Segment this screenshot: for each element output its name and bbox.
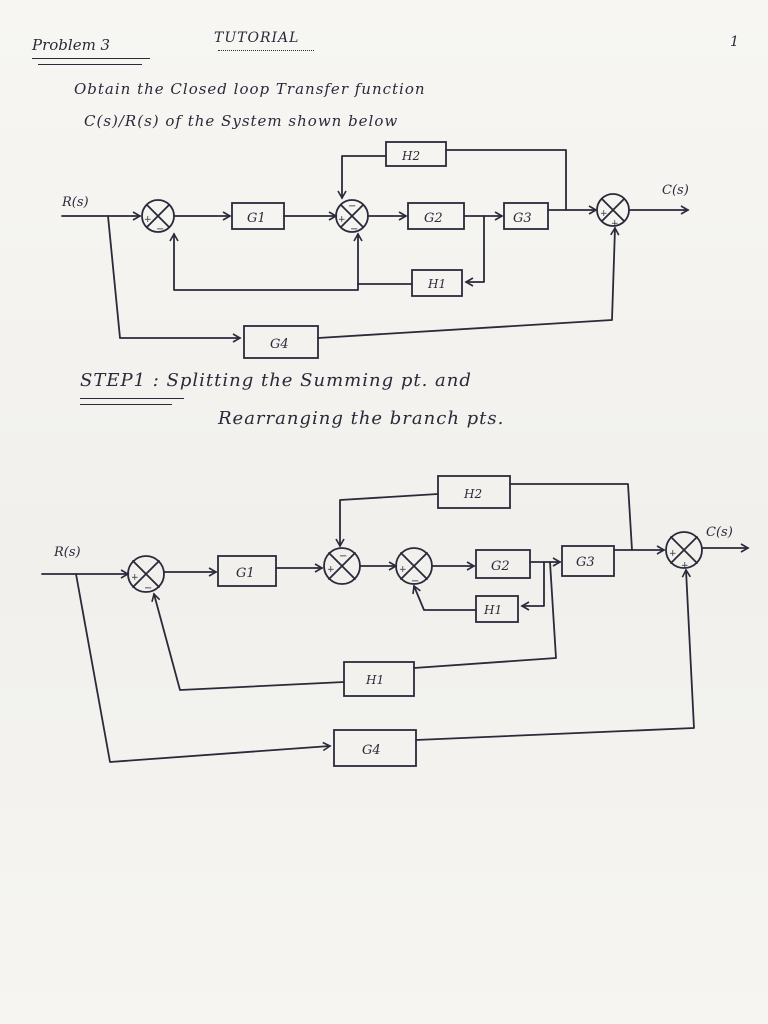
d1-g4-out-line	[317, 226, 620, 339]
d1-g4-in-line	[107, 215, 242, 343]
d2-summing-junction-3: + −	[395, 547, 433, 587]
svg-text:−: −	[144, 583, 152, 594]
d1-summing-junction-3: + +	[596, 193, 630, 229]
d2-summing-junction-1: + −	[127, 555, 165, 594]
d1-g4-label: G4	[270, 337, 289, 352]
d2-block-g1	[217, 555, 277, 587]
d2-block-h2	[437, 475, 511, 509]
svg-text:+: +	[600, 209, 608, 219]
d2-input-label: R(s)	[53, 545, 81, 560]
d1-g3-label: G3	[513, 211, 532, 226]
d2-block-g4	[333, 729, 417, 767]
d1-block-h2	[385, 141, 447, 167]
d1-summing-junction-2: + − −	[335, 199, 369, 235]
d1-block-h1	[411, 269, 463, 297]
svg-text:+: +	[144, 215, 152, 225]
d2-block-g3	[561, 545, 615, 577]
d2-g4-in-line	[75, 573, 332, 763]
page-number: 1	[730, 34, 739, 50]
d2-h2-in-line	[509, 483, 633, 551]
d2-g2-label: G2	[491, 559, 510, 574]
step1-underline	[80, 398, 184, 399]
svg-text:+: +	[338, 215, 346, 225]
section-label: TUTORIAL	[214, 30, 300, 46]
step1-heading-cont: Rearranging the branch pts.	[218, 408, 505, 429]
d1-input-label: R(s)	[61, 195, 89, 210]
d2-h1-outer-label: H1	[365, 673, 384, 687]
svg-text:+: +	[681, 561, 689, 571]
diagram-original: R(s) C(s) + − G1 + −	[61, 141, 690, 359]
d1-h1-to-sj1	[169, 232, 359, 291]
problem-label: Problem 3	[32, 36, 111, 54]
d2-g4-label: G4	[362, 743, 381, 758]
d1-h1-in-line	[464, 215, 485, 287]
step1-underline-2	[80, 404, 172, 405]
d1-block-g3	[503, 202, 549, 230]
d2-output-label: C(s)	[706, 525, 733, 540]
d1-g2-label: G2	[424, 211, 443, 226]
svg-text:+: +	[611, 219, 619, 229]
d1-output-label: C(s)	[662, 183, 689, 198]
question-line-2: C(s)/R(s) of the System shown below	[84, 112, 399, 130]
d2-block-h1-inner	[475, 595, 519, 623]
d2-h1-outer-out-line	[151, 592, 345, 691]
step1-heading: STEP1 : Splitting the Summing pt. and	[80, 370, 472, 391]
d1-g1-label: G1	[247, 211, 266, 226]
d2-h1-inner-in-line	[520, 561, 545, 611]
svg-text:+: +	[327, 565, 335, 575]
svg-text:−: −	[350, 224, 358, 235]
d2-g3-label: G3	[576, 555, 595, 570]
d2-summing-junction-4: + +	[665, 531, 703, 571]
svg-text:−: −	[156, 224, 164, 235]
d2-g1-label: G1	[236, 566, 255, 581]
d2-h1-inner-label: H1	[483, 603, 502, 617]
d1-block-g4	[243, 325, 319, 359]
d1-summing-junction-1: + −	[141, 199, 175, 235]
d1-h1-label: H1	[427, 277, 446, 291]
svg-text:+: +	[669, 549, 677, 559]
problem-underline-2	[38, 64, 142, 65]
d2-g4-out-line	[415, 568, 695, 741]
d2-block-h1-outer	[343, 661, 415, 697]
d2-h1-outer-in-line	[413, 561, 557, 669]
d2-summing-junction-2: + −	[323, 547, 361, 585]
svg-text:−: −	[411, 576, 419, 587]
d1-h2-out-line	[337, 155, 387, 200]
d2-h2-label: H2	[463, 487, 482, 501]
d1-h2-in-line	[445, 149, 567, 211]
diagram-rearranged: R(s) C(s) + − G1 + −	[41, 475, 750, 767]
d1-h2-label: H2	[401, 149, 420, 163]
svg-text:−: −	[348, 201, 356, 212]
svg-text:−: −	[339, 551, 347, 562]
section-underline	[218, 50, 314, 51]
problem-underline	[32, 58, 150, 59]
d2-block-g2	[475, 549, 531, 579]
d2-h1-inner-out-line	[412, 584, 477, 611]
svg-text:+: +	[131, 573, 139, 583]
d2-h2-out-line	[335, 493, 439, 548]
question-line-1: Obtain the Closed loop Transfer function	[74, 80, 426, 98]
svg-text:+: +	[399, 565, 407, 575]
